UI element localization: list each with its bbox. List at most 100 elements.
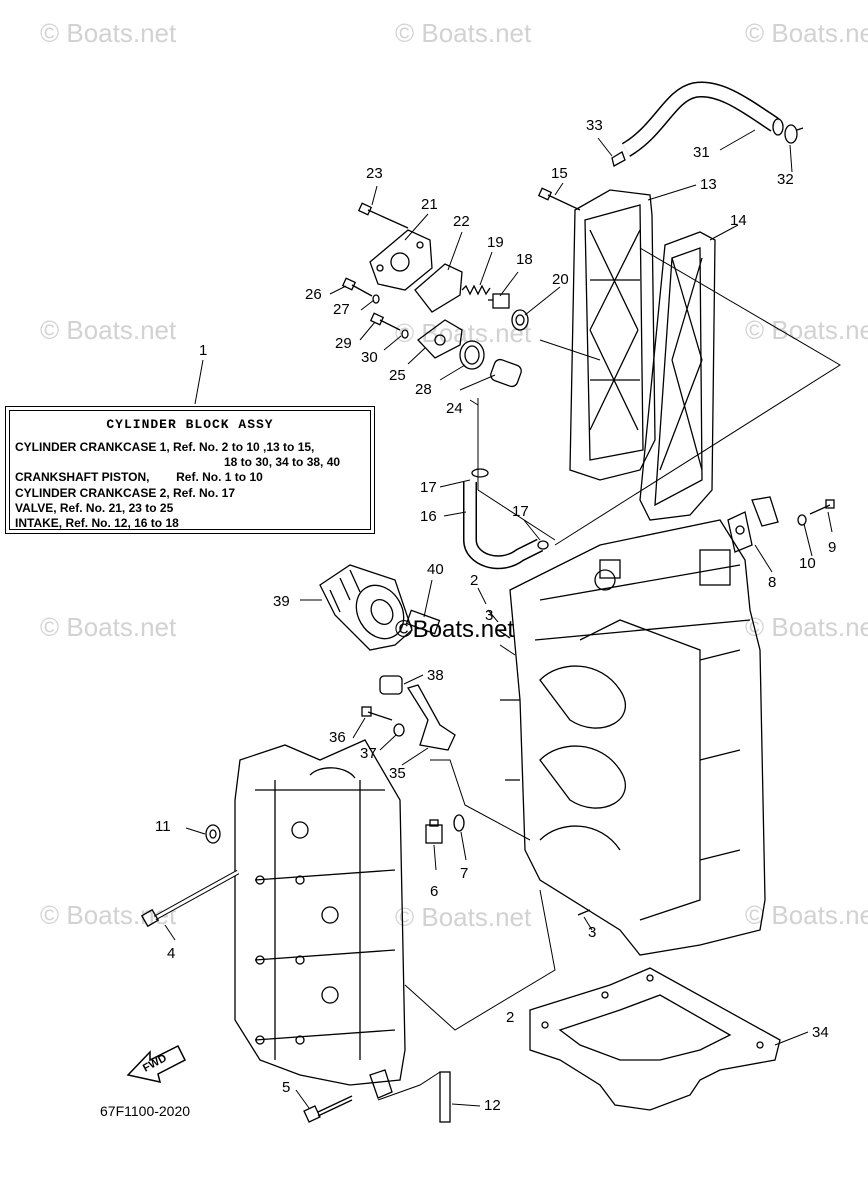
assembly-line: INTAKE, Ref. No. 12, 16 to 18: [15, 516, 179, 530]
callout-23: 23: [366, 165, 383, 182]
gasket-22: [414, 263, 463, 313]
callout-18: 18: [516, 251, 533, 268]
clip-33: [611, 151, 626, 167]
stud-12: [439, 1071, 451, 1123]
spring-19: [461, 284, 491, 296]
assembly-line: CYLINDER CRANKCASE 1, Ref. No. 2 to 10 ,…: [15, 440, 315, 454]
callout-3: 3: [485, 607, 494, 624]
assembly-box-inner-border: [9, 410, 371, 530]
callout-28: 28: [415, 381, 432, 398]
callout-25: 25: [389, 367, 406, 384]
callout-24: 24: [446, 400, 463, 417]
watermark: © Boats.net: [395, 902, 532, 932]
fwd-arrow: [126, 1044, 187, 1083]
callout-20: 20: [552, 271, 569, 288]
watermark: © Boats.net: [395, 18, 532, 48]
diagram-code: 67F1100-2020: [100, 1103, 191, 1119]
bolt-36: [361, 706, 393, 721]
callout-7: 7: [460, 865, 469, 882]
screw-29: [369, 312, 401, 331]
bolt-5: [303, 1095, 353, 1123]
callout-9: 9: [828, 539, 837, 556]
watermark: © Boats.net: [40, 612, 177, 642]
watermark: © Boats.net: [745, 612, 868, 642]
callout-40: 40: [427, 561, 444, 578]
callout-3: 3: [588, 924, 597, 941]
watermark: © Boats.net: [745, 18, 868, 48]
callout-35: 35: [389, 765, 406, 782]
clamp-17: [537, 540, 549, 550]
dowel-3: [577, 909, 591, 916]
callout-17: 17: [420, 479, 437, 496]
assembly-line: CYLINDER CRANKCASE 2, Ref. No. 17: [15, 486, 236, 500]
oil-filter-39: [319, 564, 413, 651]
part-24: [490, 358, 522, 388]
callout-10: 10: [799, 555, 816, 572]
valve-18: [488, 293, 510, 309]
callout-2: 2: [470, 572, 479, 589]
housing-25: [417, 319, 463, 359]
plug-6: [425, 819, 443, 844]
callout-19: 19: [487, 234, 504, 251]
watermark: © Boats.net: [40, 18, 177, 48]
callout-4: 4: [167, 945, 176, 962]
center-watermark: ©Boats.net: [395, 616, 515, 643]
callout-31: 31: [693, 144, 710, 161]
callout-8: 8: [768, 574, 777, 591]
assembly-line: 18 to 30, 34 to 38, 40: [224, 455, 341, 469]
bracket-35: [406, 684, 456, 751]
callout-5: 5: [282, 1079, 291, 1096]
callout-1: 1: [199, 342, 208, 359]
sleeve-38: [379, 675, 403, 695]
watermark: © Boats.net: [395, 318, 532, 348]
grommet-11: [205, 824, 221, 844]
callout-15: 15: [551, 165, 568, 182]
callout-12: 12: [484, 1097, 501, 1114]
washer-37: [393, 723, 405, 737]
washer-27: [372, 294, 380, 304]
callout-32: 32: [777, 171, 794, 188]
watermark: © Boats.net: [40, 315, 177, 345]
washer-10: [797, 514, 807, 526]
callout-17: 17: [512, 503, 529, 520]
assembly-line: CRANKSHAFT PISTON, Ref. No. 1 to 10: [15, 470, 263, 484]
crankcase-2: [234, 739, 406, 1086]
callout-37: 37: [360, 745, 377, 762]
bolt-15: [537, 187, 581, 211]
screw-23: [357, 202, 409, 229]
callout-13: 13: [700, 176, 717, 193]
callout-38: 38: [427, 667, 444, 684]
hose-end: [772, 118, 784, 136]
callout-6: 6: [430, 883, 439, 900]
callout-33: 33: [586, 117, 603, 134]
gasket-14: [639, 231, 716, 521]
clamp-32: [784, 124, 804, 144]
watermark: © Boats.net: [745, 315, 868, 345]
callout-26: 26: [305, 286, 322, 303]
callout-11: 11: [155, 818, 171, 835]
dowel-3: [497, 629, 511, 639]
assembly-title: CYLINDER BLOCK ASSY: [106, 417, 274, 432]
valve-cover-21: [369, 229, 433, 291]
bolt-9: [809, 499, 835, 515]
callout-34: 34: [812, 1024, 829, 1041]
clamp-17-top: [471, 468, 489, 478]
callout-36: 36: [329, 729, 346, 746]
crankcase-1: [500, 519, 766, 956]
callout-29: 29: [335, 335, 352, 352]
callout-30: 30: [361, 349, 378, 366]
fitting-40: [405, 609, 441, 635]
callout-27: 27: [333, 301, 350, 318]
callout-2: 2: [506, 1009, 515, 1026]
watermark: © Boats.net: [745, 900, 868, 930]
watermark: © Boats.net: [40, 900, 177, 930]
callout-39: 39: [273, 593, 290, 610]
washer-30: [401, 329, 409, 339]
gasket-34: [529, 967, 781, 1111]
screw-26: [341, 277, 373, 297]
seal-20: [511, 309, 529, 331]
bush-28: [459, 340, 485, 370]
gasket-7: [453, 814, 465, 832]
bolt-4: [140, 869, 240, 928]
